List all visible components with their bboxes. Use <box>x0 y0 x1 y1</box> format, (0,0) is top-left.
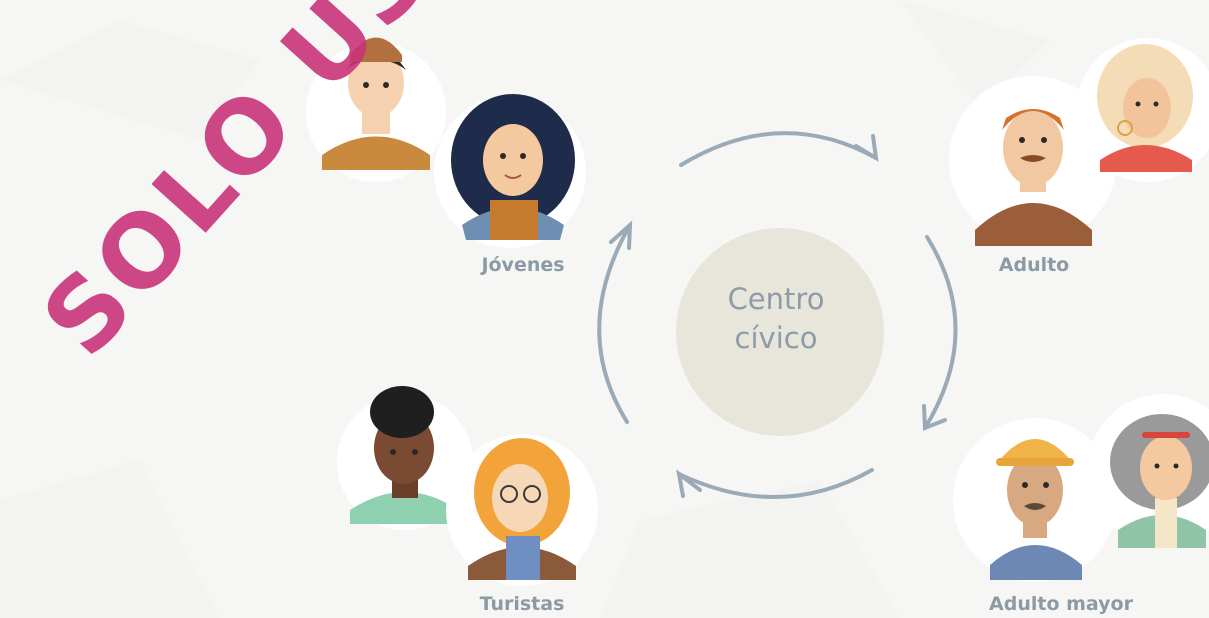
label-turistas: Turistas <box>479 593 565 615</box>
center-label-line2: cívico <box>734 321 818 355</box>
center-circle <box>676 228 884 436</box>
background-texture <box>0 0 1050 618</box>
avatar-adult-man-icon <box>949 76 1117 246</box>
avatar-boy-icon <box>306 37 446 182</box>
avatar-girl-curly-icon <box>434 94 586 248</box>
arrow-right <box>923 235 958 430</box>
label-adulto: Adulto <box>998 254 1070 276</box>
center-label: Centro cívico <box>708 280 844 358</box>
avatar-tourist-woman-glasses-icon <box>446 434 598 586</box>
label-adulto-mayor: Adulto mayor <box>989 593 1133 615</box>
center-label-line1: Centro <box>727 282 825 316</box>
label-jovenes: Jóvenes <box>481 254 565 276</box>
arrow-top <box>679 131 878 167</box>
avatar-woman-curly-blonde-icon <box>1076 38 1209 182</box>
arrow-bottom <box>677 468 874 500</box>
arrow-left <box>597 223 632 424</box>
avatar-elder-woman-icon <box>1087 394 1209 548</box>
avatar-tourist-man-icon <box>337 386 473 530</box>
avatar-elder-man-hat-icon <box>953 418 1117 582</box>
cycle-arrows <box>597 131 958 500</box>
